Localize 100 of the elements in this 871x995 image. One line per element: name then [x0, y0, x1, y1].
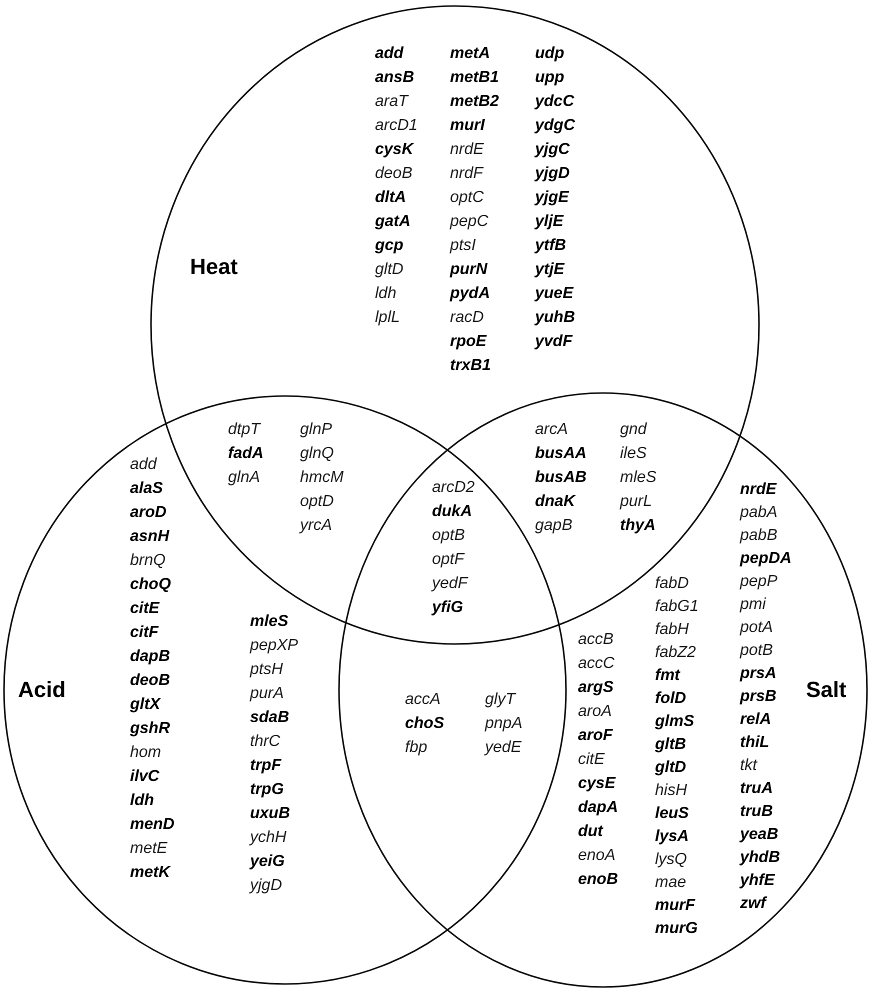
gene-name: ydgC [535, 116, 575, 135]
gene-name: add [130, 455, 157, 474]
gene-name: hom [130, 743, 162, 762]
gene-name: sdaB [250, 708, 290, 727]
gene-name: glnP [300, 420, 332, 439]
gene-name: udp [535, 44, 564, 63]
gene-name: yjgE [535, 188, 569, 207]
gene-name: pabB [740, 526, 778, 545]
gene-name: nrdF [450, 164, 483, 183]
set-label: Acid [18, 678, 66, 702]
gene-name: prsA [740, 664, 776, 683]
gene-name: fadA [228, 444, 264, 463]
gene-name: pnpA [485, 714, 522, 733]
gene-name: dltA [375, 188, 406, 207]
gene-name: ldh [130, 791, 154, 810]
gene-name: arcA [535, 420, 568, 439]
gene-name: fabH [655, 620, 689, 639]
gene-name: optC [450, 188, 484, 207]
gene-name: lysA [655, 827, 689, 846]
gene-name: yhdB [740, 848, 780, 867]
gene-name: yrcA [300, 516, 332, 535]
gene-name: folD [655, 689, 686, 708]
gene-name: enoB [578, 870, 618, 889]
gene-name: dut [578, 822, 603, 841]
gene-name: prsB [740, 687, 776, 706]
gene-name: gcp [375, 236, 404, 255]
gene-name: dukA [432, 502, 472, 521]
gene-name: asnH [130, 527, 170, 546]
gene-name: pepXP [250, 636, 298, 655]
gene-name: citE [578, 750, 605, 769]
gene-name: hmcM [300, 468, 344, 487]
set-label: Heat [190, 255, 238, 279]
gene-name: mleS [250, 612, 288, 631]
gene-name: yfiG [432, 598, 464, 617]
gene-name: busAA [535, 444, 587, 463]
gene-name: yvdF [535, 332, 572, 351]
gene-name: deoB [130, 671, 170, 690]
gene-name: pydA [450, 284, 490, 303]
gene-name: nrdE [740, 480, 776, 499]
gene-name: optB [432, 526, 465, 545]
gene-name: accC [578, 654, 614, 673]
gene-name: yjgD [535, 164, 570, 183]
gene-name: metK [130, 863, 170, 882]
gene-name: citF [130, 623, 158, 642]
gene-name: yjgD [250, 876, 282, 895]
gene-name: purA [250, 684, 284, 703]
gene-name: pepC [450, 212, 488, 231]
gene-name: dtpT [228, 420, 260, 439]
gene-name: mleS [620, 468, 656, 487]
gene-name: pabA [740, 503, 778, 522]
gene-name: accB [578, 630, 614, 649]
gene-name: murG [655, 919, 698, 938]
gene-name: optF [432, 550, 464, 569]
gene-name: trxB1 [450, 356, 491, 375]
gene-name: ytfB [535, 236, 566, 255]
gene-name: ydcC [535, 92, 574, 111]
gene-name: yljE [535, 212, 564, 231]
gene-name: glnA [228, 468, 260, 487]
gene-name: yedF [432, 574, 468, 593]
gene-name: gnd [620, 420, 647, 439]
gene-name: murI [450, 116, 485, 135]
set-label: Salt [806, 678, 846, 702]
gene-name: gltB [655, 735, 686, 754]
gene-name: gatA [375, 212, 411, 231]
gene-name: upp [535, 68, 564, 87]
gene-name: aroD [130, 503, 166, 522]
gene-name: optD [300, 492, 334, 511]
gene-name: aroF [578, 726, 613, 745]
gene-name: alaS [130, 479, 163, 498]
gene-name: fabZ2 [655, 643, 696, 662]
gene-name: thyA [620, 516, 656, 535]
gene-name: metE [130, 839, 168, 858]
gene-name: potB [740, 641, 773, 660]
gene-name: racD [450, 308, 484, 327]
gene-name: dapA [578, 798, 618, 817]
gene-name: enoA [578, 846, 616, 865]
gene-name: murF [655, 896, 695, 915]
gene-name: yueE [535, 284, 574, 303]
gene-name: gshR [130, 719, 170, 738]
gene-name: truA [740, 779, 773, 798]
gene-name: thrC [250, 732, 280, 751]
gene-name: metB2 [450, 92, 499, 111]
gene-name: pmi [740, 595, 766, 614]
gene-name: arcD1 [375, 116, 418, 135]
gene-name: glyT [485, 690, 516, 709]
gene-name: glnQ [300, 444, 334, 463]
gene-name: lplL [375, 308, 400, 327]
gene-name: choQ [130, 575, 171, 594]
gene-name: ilvC [130, 767, 160, 786]
gene-name: metB1 [450, 68, 499, 87]
gene-name: hisH [655, 781, 688, 800]
gene-name: fabG1 [655, 597, 699, 616]
gene-name: lysQ [655, 850, 687, 869]
gene-name: yjgC [535, 140, 570, 159]
gene-name: araT [375, 92, 408, 111]
gene-name: relA [740, 710, 772, 729]
gene-name: rpoE [450, 332, 486, 351]
gene-name: uxuB [250, 804, 290, 823]
gene-name: deoB [375, 164, 412, 183]
gene-name: trpG [250, 780, 284, 799]
